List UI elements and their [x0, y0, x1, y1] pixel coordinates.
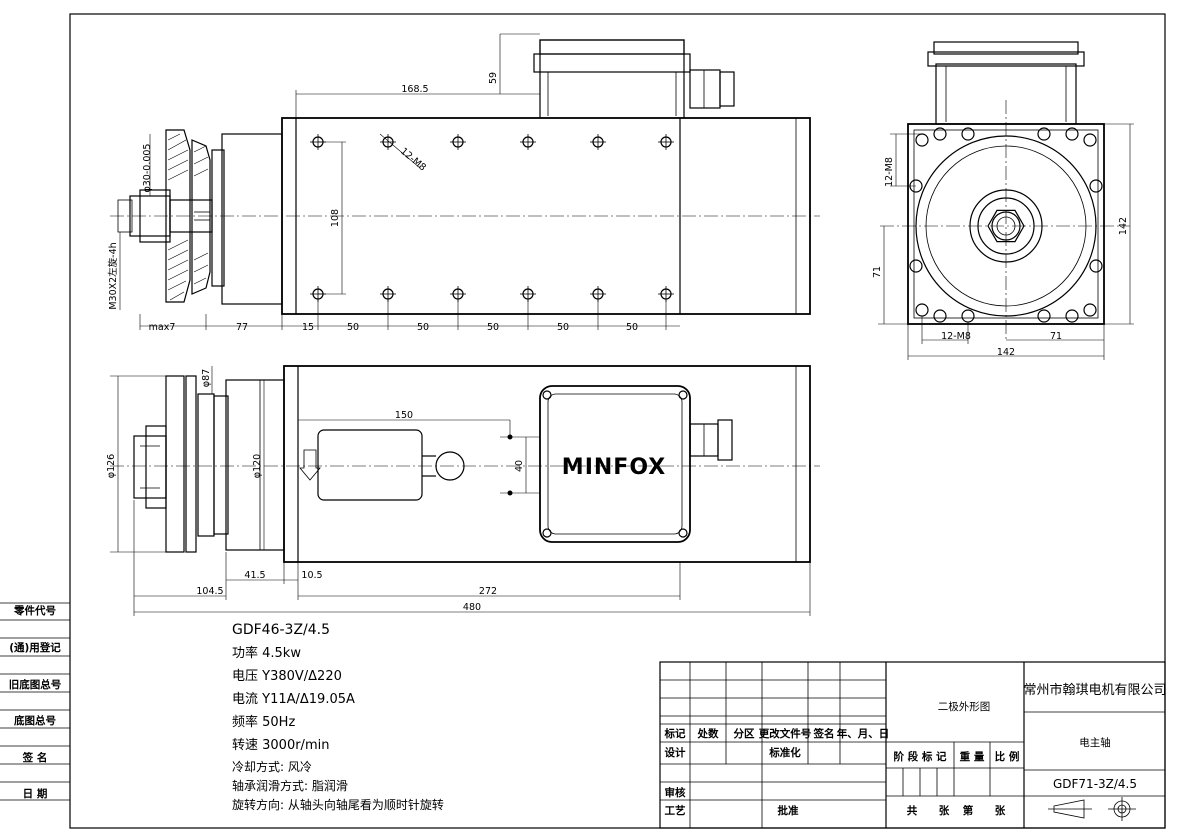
dim-15: 15: [302, 322, 314, 333]
side-label-signature: 签 名: [22, 751, 48, 764]
tb-rev-zone: 分区: [734, 727, 755, 740]
dim-50-e: 50: [626, 322, 638, 333]
spec-power: 功率 4.5kw: [232, 645, 301, 661]
side-label-part-code: 零件代号: [13, 604, 56, 617]
dim-104-5: 104.5: [196, 586, 223, 597]
tb-sheets-a: 张: [939, 804, 950, 817]
tb-rev-sign: 签名: [813, 727, 835, 740]
dim-50-b: 50: [417, 322, 429, 333]
dim-phi87: φ87: [201, 369, 212, 387]
side-label-base: 底图总号: [14, 714, 56, 727]
dim-phi120: φ120: [252, 454, 263, 478]
spec-current: 电流 Y11A/Δ19.05A: [232, 692, 355, 707]
dim-max7: max7: [149, 322, 176, 333]
spec-voltage: 电压 Y380V/Δ220: [232, 669, 342, 684]
top-view: 168.5 59 108 12-M8 φ30-0.005 M30X2左旋-4h …: [107, 33, 820, 333]
dim-77: 77: [236, 322, 248, 333]
shaft-tolerance: φ30-0.005: [142, 144, 153, 193]
brand-logo: MINFOX: [562, 455, 666, 480]
dim-59: 59: [488, 72, 499, 84]
front-view: MINFOX 40 150 φ87 φ126 φ120: [106, 365, 820, 616]
tb-rev-count: 处数: [697, 727, 719, 740]
tb-approve: 批准: [778, 804, 799, 817]
end-view: 12-M8 71 142 12-M8 71 142: [872, 41, 1134, 360]
side-label-old-base: 旧底图总号: [9, 678, 62, 691]
nut-thread-label: M30X2左旋-4h: [107, 242, 119, 309]
tb-scale: 比 例: [995, 750, 1020, 763]
spec-cooling: 冷却方式: 风冷: [232, 759, 312, 774]
spec-frequency: 频率 50Hz: [232, 714, 295, 730]
end-thread-label-left: 12-M8: [884, 157, 895, 187]
end-dim-142-horizontal: 142: [997, 347, 1015, 358]
tb-stage-mark: 阶 段 标 记: [894, 750, 947, 763]
dim-50-c: 50: [487, 322, 499, 333]
top-view-holes: [310, 134, 674, 302]
tb-design: 设计: [665, 746, 686, 759]
spec-model: GDF46-3Z/4.5: [232, 622, 330, 638]
tb-sheets-b: 张: [995, 804, 1006, 817]
spec-list: GDF46-3Z/4.5 功率 4.5kw 电压 Y380V/Δ220 电流 Y…: [232, 622, 444, 812]
tb-weight: 重 量: [960, 750, 985, 763]
top-thread-label: 12-M8: [398, 146, 428, 174]
dim-480: 480: [463, 602, 481, 613]
tb-rev-mark: 标记: [664, 727, 686, 740]
spec-speed: 转速 3000r/min: [232, 738, 329, 753]
projection-symbol-icon: [1048, 797, 1136, 821]
dim-41-5: 41.5: [244, 570, 265, 581]
dim-40: 40: [514, 460, 525, 472]
spec-lubrication: 轴承润滑方式: 脂润滑: [232, 778, 348, 793]
dim-phi126: φ126: [106, 454, 117, 478]
dim-50-d: 50: [557, 322, 569, 333]
dim-10-5: 10.5: [301, 570, 322, 581]
dim-168-5: 168.5: [401, 84, 428, 95]
tb-drawing-name: 二极外形图: [938, 700, 991, 713]
end-thread-label-bottom: 12-M8: [941, 331, 971, 342]
drawing-border: [69, 13, 1166, 829]
tb-rev-doc: 更改文件号: [759, 727, 812, 740]
tb-code: GDF71-3Z/4.5: [1053, 777, 1137, 791]
tb-product: 电主轴: [1079, 736, 1111, 749]
title-block: 标记 处数 分区 更改文件号 签名 年、月、日 设计 标准化 审核 工艺 批准 …: [659, 661, 1167, 829]
side-label-column: 零件代号 (通)用登记 旧底图总号 底图总号 签 名 日 期: [0, 602, 70, 801]
spec-rotation: 旋转方向: 从轴头向轴尾看为顺时针旋转: [232, 797, 444, 812]
tb-rev-date: 年、月、日: [837, 727, 890, 740]
end-dim-142-vertical: 142: [1118, 217, 1129, 235]
side-label-date: 日 期: [23, 787, 48, 800]
dim-272: 272: [479, 586, 497, 597]
tb-review: 审核: [665, 786, 686, 799]
end-dim-71-vertical: 71: [872, 266, 883, 278]
dim-108: 108: [330, 209, 341, 227]
tb-total: 共: [907, 804, 918, 817]
dim-150: 150: [395, 410, 413, 421]
tb-process: 工艺: [665, 804, 686, 817]
tb-number: 第: [963, 804, 974, 817]
end-dim-71-horizontal: 71: [1050, 331, 1062, 342]
tb-company: 常州市翰琪电机有限公司: [1023, 682, 1166, 698]
side-label-register: (通)用登记: [9, 641, 61, 654]
tb-standard: 标准化: [768, 746, 801, 759]
dim-50-a: 50: [347, 322, 359, 333]
